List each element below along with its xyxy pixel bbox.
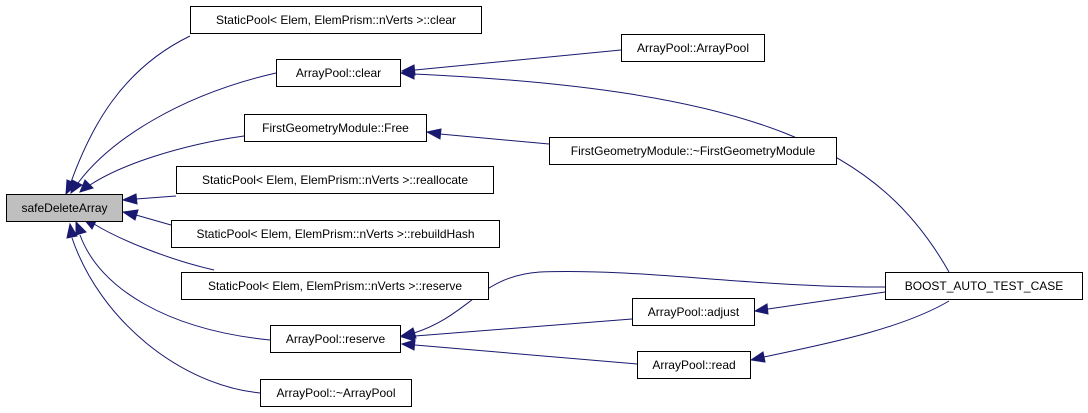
edge-arraypool-ctor-to-clear [400,49,622,76]
node-arraypool-constructor[interactable]: ArrayPool::ArrayPool [621,34,765,62]
node-label: FirstGeometryModule::~FirstGeometryModul… [570,144,816,158]
node-label: ArrayPool::reserve [285,332,386,346]
edge-boost-test-to-clear [399,68,950,273]
node-arraypool-read[interactable]: ArrayPool::read [637,351,751,379]
node-label: ArrayPool::ArrayPool [636,41,750,55]
edge-rebuildhash-to-root [121,209,172,226]
node-label: ArrayPool::~ArrayPool [276,386,396,400]
node-first-geometry-module-free[interactable]: FirstGeometryModule::Free [244,114,427,142]
edge-arraypool-dtor-to-root [66,222,261,394]
edge-free-to-root [79,135,245,193]
node-label: StaticPool< Elem, ElemPrism::nVerts >::r… [196,227,475,241]
node-staticpool-rebuildhash[interactable]: StaticPool< Elem, ElemPrism::nVerts >::r… [171,220,500,248]
edge-geometry-dtor-to-free [425,128,550,145]
node-staticpool-reallocate[interactable]: StaticPool< Elem, ElemPrism::nVerts >::r… [176,166,494,194]
edge-read-to-reserve [400,339,638,365]
node-safe-delete-array: safeDeleteArray [6,194,123,222]
node-arraypool-reserve[interactable]: ArrayPool::reserve [270,325,401,353]
node-arraypool-destructor[interactable]: ArrayPool::~ArrayPool [260,379,412,407]
node-label: ArrayPool::read [652,358,736,372]
edge-arraypool-clear-to-root [70,72,277,195]
node-label: ArrayPool::adjust [647,305,740,319]
edge-arraypool-reserve-to-root [75,220,271,341]
node-label: FirstGeometryModule::Free [262,121,409,135]
edge-boost-test-to-adjust [753,291,886,315]
edge-staticpool-clear-to-root [65,35,191,196]
node-label: ArrayPool::clear [295,66,382,80]
edge-boost-test-to-read [749,300,950,363]
node-staticpool-clear[interactable]: StaticPool< Elem, ElemPrism::nVerts >::c… [190,6,482,34]
node-label: StaticPool< Elem, ElemPrism::nVerts >::r… [207,279,463,293]
node-arraypool-clear[interactable]: ArrayPool::clear [276,59,401,87]
node-arraypool-adjust[interactable]: ArrayPool::adjust [632,298,755,326]
node-label: safeDeleteArray [21,201,108,215]
edge-adjust-to-reserve [400,318,633,342]
node-first-geometry-module-destructor[interactable]: FirstGeometryModule::~FirstGeometryModul… [549,137,837,165]
node-label: StaticPool< Elem, ElemPrism::nVerts >::c… [215,13,457,27]
node-staticpool-reserve[interactable]: StaticPool< Elem, ElemPrism::nVerts >::r… [181,272,489,300]
edge-reallocate-to-root [121,193,177,205]
node-label: StaticPool< Elem, ElemPrism::nVerts >::r… [201,173,469,187]
node-label: BOOST_AUTO_TEST_CASE [904,279,1064,293]
node-boost-auto-test-case[interactable]: BOOST_AUTO_TEST_CASE [885,272,1083,300]
